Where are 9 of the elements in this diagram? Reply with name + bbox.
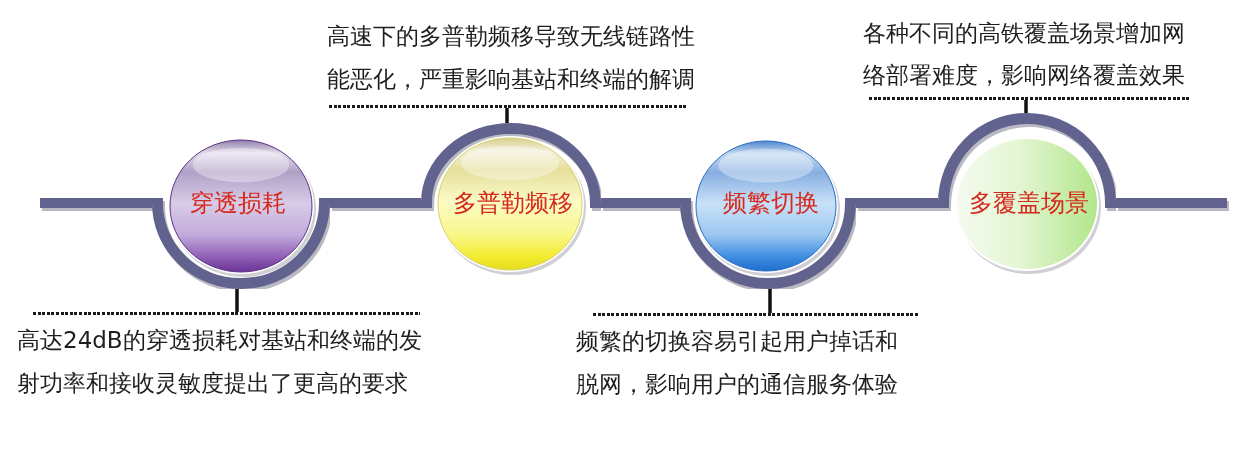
leader-line [768,289,772,313]
track-line [1116,198,1227,208]
leader-line [235,289,239,312]
leader-line [1024,100,1028,113]
track-line [601,198,680,208]
track-line [40,198,152,208]
leader-line [505,108,509,123]
track-line [330,198,421,208]
track-line [856,198,938,208]
